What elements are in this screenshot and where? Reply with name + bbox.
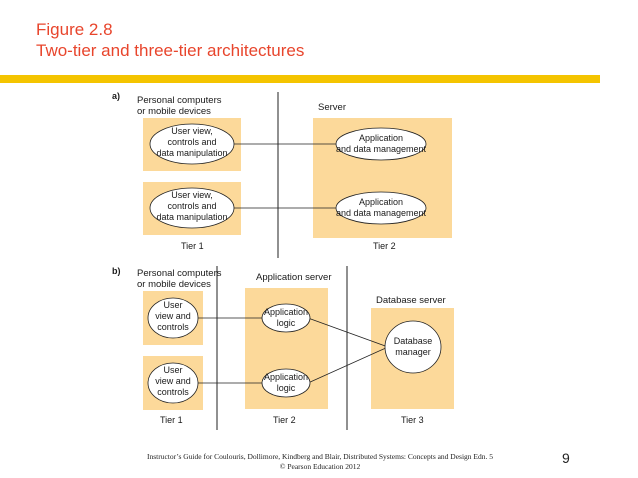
b-client-node-2 bbox=[147, 362, 199, 404]
b-tier2-label: Tier 2 bbox=[273, 415, 296, 425]
b-client-node-2-line1: User bbox=[163, 365, 182, 375]
a-server-heading: Server bbox=[318, 102, 346, 113]
a-client-node-1 bbox=[149, 123, 235, 165]
b-app-node-1 bbox=[261, 303, 311, 333]
b-client-node-1-line1: User bbox=[163, 300, 182, 310]
b-clients-heading-line1: Personal computers bbox=[137, 268, 222, 279]
b-app-node-2-line1: Application bbox=[264, 372, 308, 382]
a-server-node-2-line1: Application bbox=[359, 197, 403, 207]
figure-number: Figure 2.8 bbox=[36, 20, 113, 39]
b-app-node-2 bbox=[261, 368, 311, 398]
a-clients-heading-line2: or mobile devices bbox=[137, 106, 211, 117]
a-clients-heading-line1: Personal computers bbox=[137, 95, 222, 106]
slide-title: Two-tier and three-tier architectures bbox=[36, 41, 305, 60]
a-server-node-2 bbox=[335, 191, 427, 225]
b-db-node bbox=[384, 320, 442, 374]
a-server-node-1-line1: Application bbox=[359, 133, 403, 143]
a-client-node-2-line2: controls and bbox=[167, 201, 216, 211]
title-rule bbox=[0, 75, 600, 83]
b-tier1-label: Tier 1 bbox=[160, 415, 183, 425]
footer-copyright: © Pearson Education 2012 bbox=[279, 462, 361, 471]
b-connector-app2-db bbox=[307, 346, 389, 384]
a-client-node-1-line1: User view, bbox=[171, 126, 213, 136]
a-server-node-1 bbox=[335, 127, 427, 161]
a-client-node-2 bbox=[149, 187, 235, 229]
a-client-node-1-line3: data manipulation bbox=[156, 148, 227, 158]
a-server-node-1-line2: and data management bbox=[336, 144, 427, 154]
diagram-a-label: a) bbox=[112, 91, 120, 101]
b-db-server-heading: Database server bbox=[376, 295, 446, 306]
a-tier1-label: Tier 1 bbox=[181, 241, 204, 251]
diagram-b-label: b) bbox=[112, 266, 121, 276]
b-clients-heading-line2: or mobile devices bbox=[137, 279, 211, 290]
b-client-node-2-line2: view and bbox=[155, 376, 191, 386]
b-app-node-1-line2: logic bbox=[277, 318, 296, 328]
a-server-node-2-line2: and data management bbox=[336, 208, 427, 218]
a-client-node-2-line1: User view, bbox=[171, 190, 213, 200]
b-client-node-2-line3: controls bbox=[157, 387, 189, 397]
b-app-node-2-line2: logic bbox=[277, 383, 296, 393]
b-connector-app1-db bbox=[307, 317, 389, 348]
a-client-node-1-line2: controls and bbox=[167, 137, 216, 147]
b-app-server-heading: Application server bbox=[256, 272, 332, 283]
footer-citation: Instructor’s Guide for Coulouris, Dollim… bbox=[146, 452, 494, 461]
b-client-node-1-line2: view and bbox=[155, 311, 191, 321]
b-app-node-1-line1: Application bbox=[264, 307, 308, 317]
a-client-node-2-line3: data manipulation bbox=[156, 212, 227, 222]
b-db-node-line1: Database bbox=[394, 336, 433, 346]
page-number: 9 bbox=[562, 450, 570, 466]
b-db-node-line2: manager bbox=[395, 347, 431, 357]
a-tier2-label: Tier 2 bbox=[373, 241, 396, 251]
b-client-node-1-line3: controls bbox=[157, 322, 189, 332]
b-tier3-label: Tier 3 bbox=[401, 415, 424, 425]
b-client-node-1 bbox=[147, 297, 199, 339]
